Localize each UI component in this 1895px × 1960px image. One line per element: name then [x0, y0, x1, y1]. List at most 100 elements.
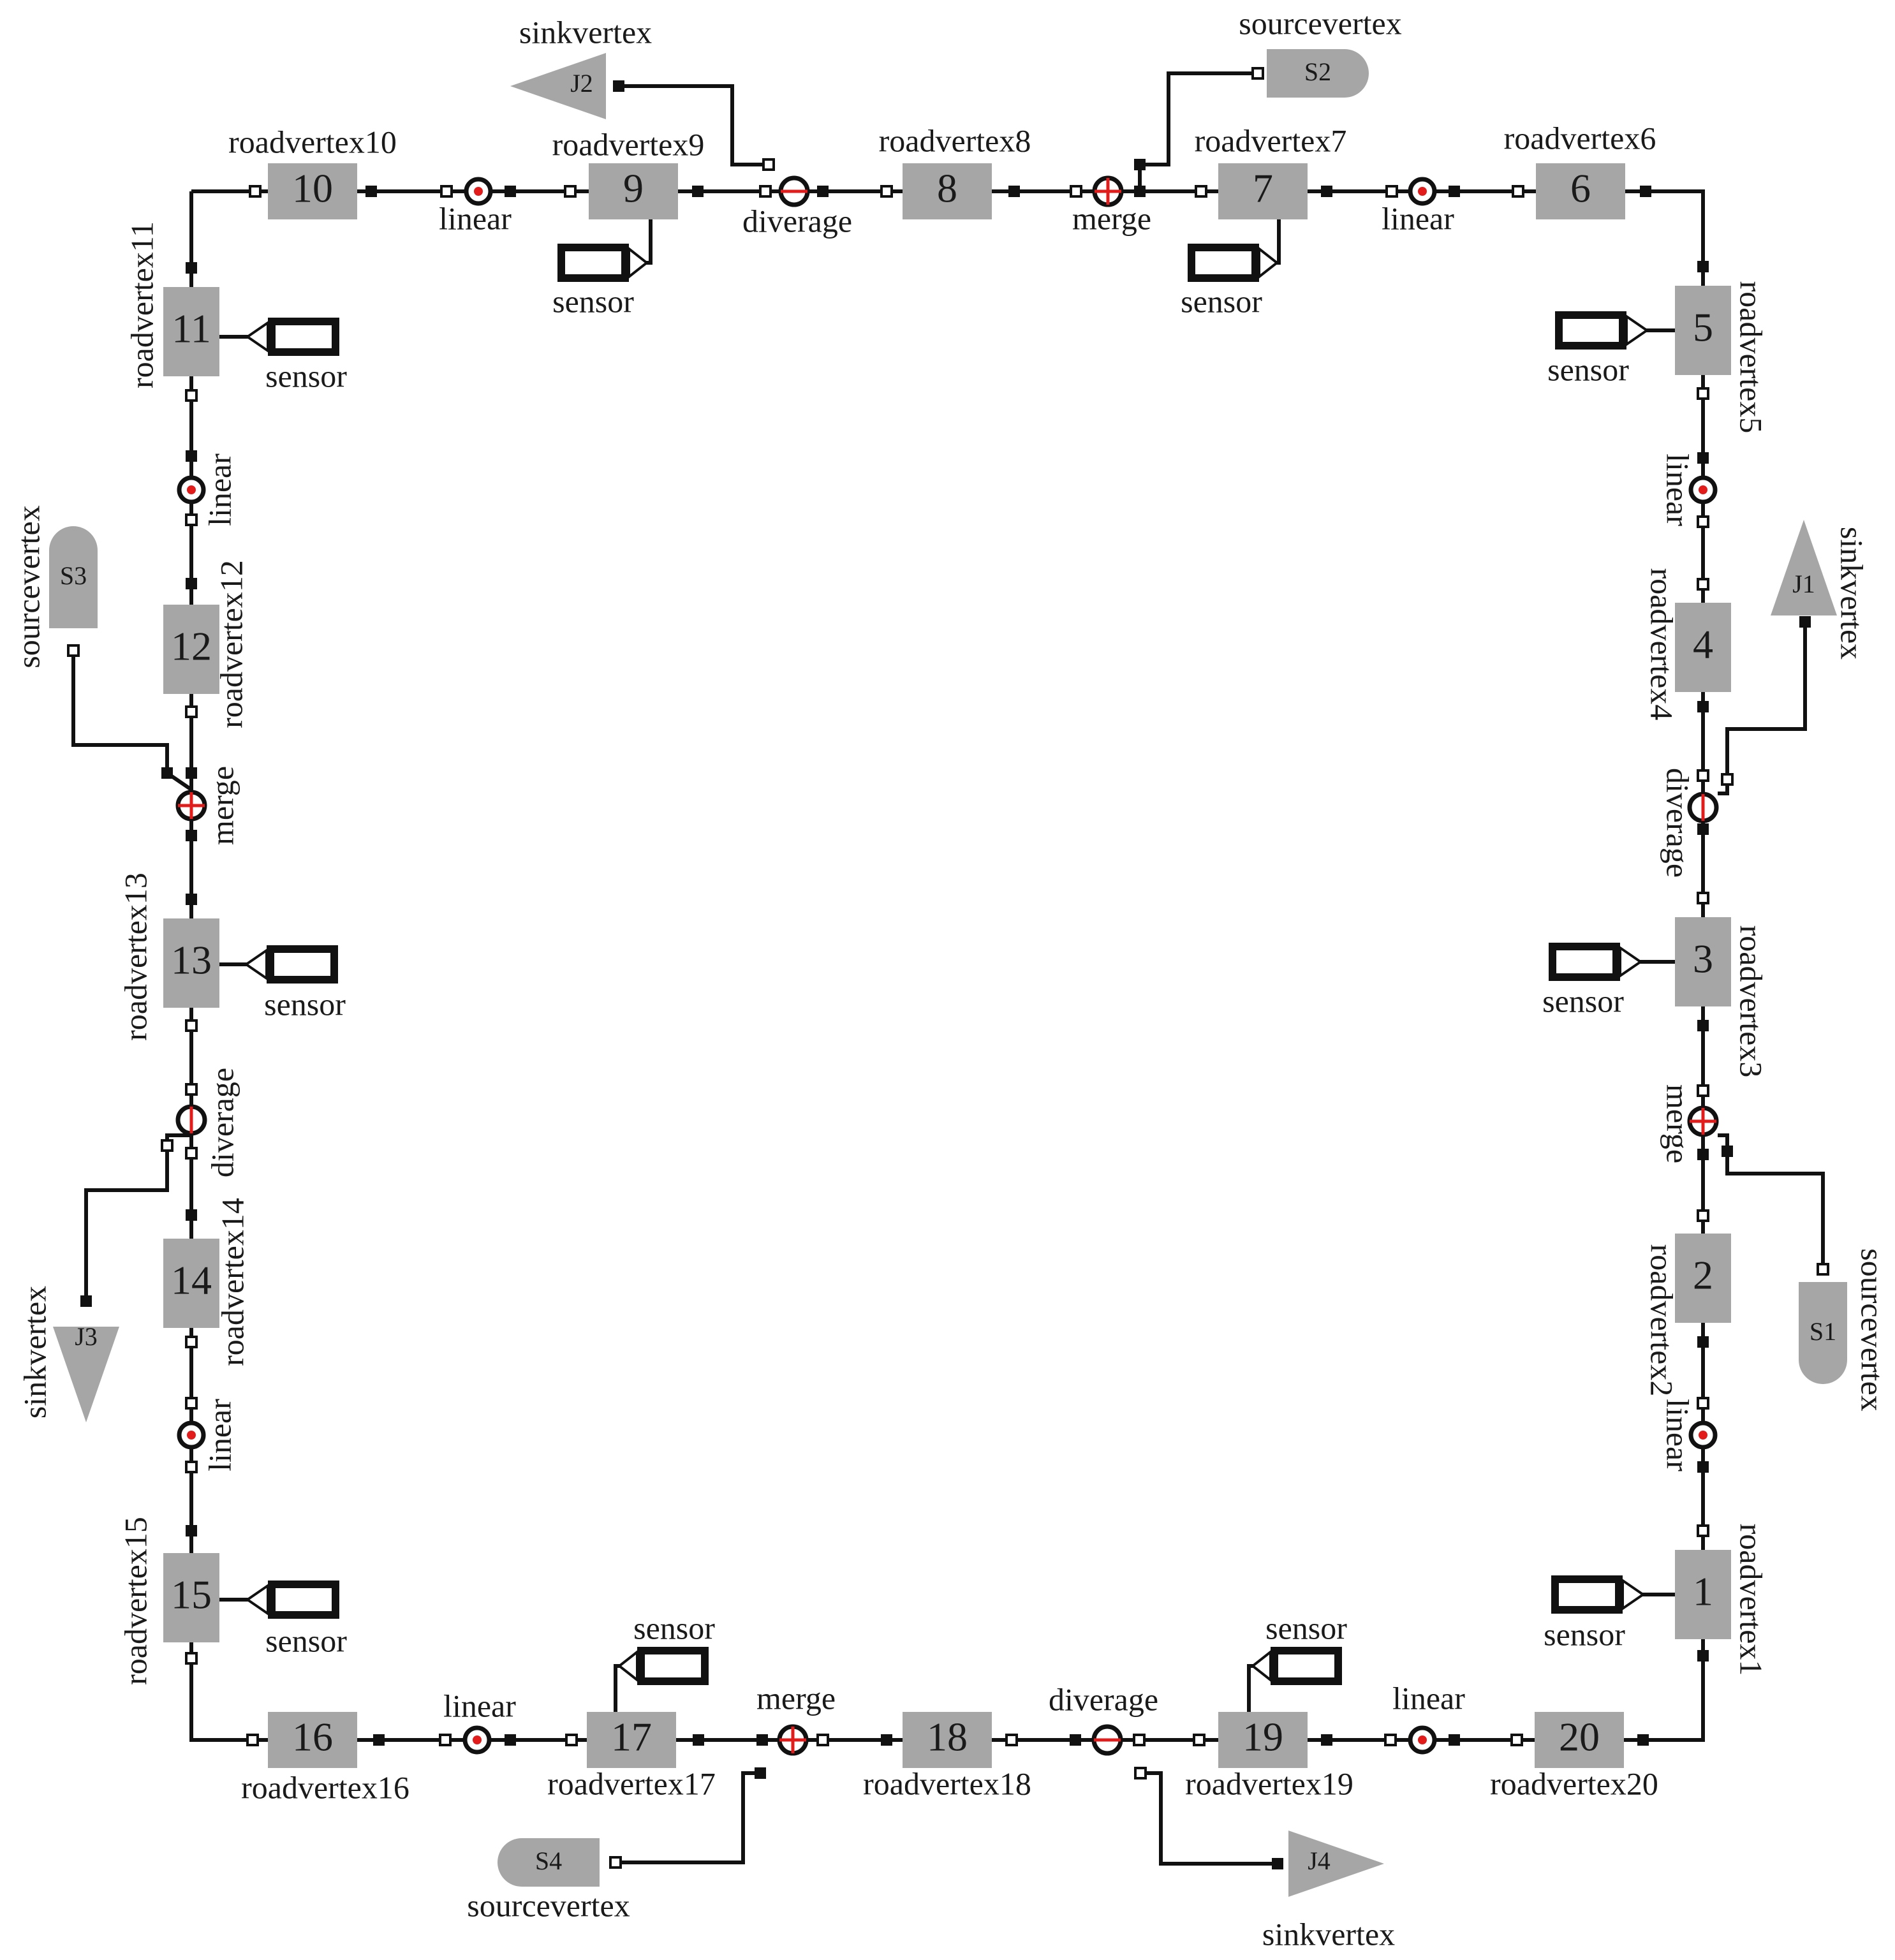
port-input — [1697, 387, 1709, 400]
sensor-box — [268, 318, 339, 356]
merge-node — [777, 1724, 809, 1756]
diverage-node — [175, 1104, 207, 1136]
road-vertex-block — [1675, 603, 1731, 692]
road-vertex-number: 20 — [1559, 1714, 1600, 1760]
source-vertex-S3 — [49, 526, 98, 628]
port-output — [1070, 1734, 1081, 1746]
port-input — [1070, 185, 1082, 198]
road-vertex-label: roadvertex6 — [1504, 120, 1656, 156]
road-vertex-label: roadvertex17 — [547, 1765, 716, 1801]
sink-label: J2 — [570, 69, 593, 98]
port-input — [185, 1336, 198, 1348]
sensor-icon — [1549, 943, 1643, 981]
sensor-icon — [244, 945, 338, 984]
sensor-box — [557, 244, 629, 282]
port-input — [564, 185, 577, 198]
road-vertex-8 — [903, 163, 992, 219]
linear-node — [1688, 475, 1718, 505]
source-shape — [49, 526, 98, 628]
road-vertex-14 — [163, 1239, 219, 1328]
sink-vertex-J4 — [1288, 1831, 1384, 1897]
source-label-text: sourcevertex — [1855, 1248, 1891, 1411]
sink-label: J4 — [1308, 1846, 1331, 1875]
road-vertex-15 — [163, 1553, 219, 1642]
road-vertex-11 — [163, 287, 219, 376]
sensor-label: sensor — [264, 986, 346, 1022]
sink-label-text: sinkvertex — [1834, 527, 1870, 659]
linear-label: linear — [202, 453, 237, 526]
port-output — [365, 186, 377, 197]
port-output — [373, 1734, 385, 1746]
road-vertex-3 — [1675, 917, 1731, 1006]
sensor-box — [267, 945, 338, 984]
port-output — [1697, 1461, 1709, 1473]
sink-label: J1 — [1792, 570, 1815, 598]
port-output — [1697, 823, 1709, 835]
port-input — [185, 1461, 198, 1473]
linear-label: linear — [1382, 200, 1454, 236]
port-output — [1697, 1149, 1709, 1160]
port-output — [756, 1734, 768, 1746]
road-vertex-19 — [1218, 1712, 1308, 1768]
port-output — [1449, 1734, 1460, 1746]
port-output — [1697, 452, 1709, 464]
road-vertex-label: roadvertex14 — [214, 1198, 250, 1366]
road-vertex-label: roadvertex20 — [1490, 1765, 1658, 1801]
road-vertex-block — [163, 1553, 219, 1642]
road-vertex-label: roadvertex11 — [124, 221, 159, 388]
road-vertex-number: 4 — [1693, 622, 1713, 667]
sensor-label: sensor — [1542, 983, 1624, 1019]
port-input — [439, 1734, 452, 1746]
sensor-icon — [557, 244, 649, 282]
road-vertex-block — [587, 1712, 676, 1768]
source-shape — [498, 1838, 600, 1887]
linear-label: linear — [1392, 1680, 1465, 1716]
source-label: S3 — [60, 561, 87, 590]
port-input — [1817, 1263, 1829, 1276]
port-output — [1449, 186, 1460, 197]
port-output — [1321, 1734, 1332, 1746]
road-vertex-block — [163, 918, 219, 1008]
sensor-label: sensor — [1181, 283, 1262, 319]
port-output — [186, 262, 197, 274]
port-output — [186, 578, 197, 589]
road-vertex-label: roadvertex15 — [117, 1517, 153, 1685]
road-vertex-block — [268, 1712, 357, 1768]
sensor-label: sensor — [633, 1610, 715, 1646]
road-vertex-number: 14 — [171, 1258, 212, 1303]
linear-label: linear — [1660, 1399, 1696, 1471]
source-vertex-S4 — [498, 1838, 600, 1887]
road-vertex-18 — [903, 1712, 992, 1768]
connector-line — [1718, 622, 1807, 795]
linear-dot — [1418, 187, 1427, 196]
merge-label: merge — [204, 766, 240, 845]
port-input — [1005, 1734, 1018, 1746]
port-input — [185, 1652, 198, 1665]
port-output — [80, 1295, 92, 1307]
road-vertex-number: 9 — [623, 166, 644, 211]
port-output — [186, 767, 197, 779]
linear-dot — [187, 1431, 196, 1440]
merge-label: merge — [1072, 200, 1151, 236]
port-output — [1640, 186, 1651, 197]
connector-line — [1140, 1771, 1278, 1866]
port-input — [1697, 1524, 1709, 1537]
road-vertex-number: 6 — [1570, 166, 1591, 211]
port-input — [1512, 185, 1524, 198]
road-vertex-label: roadvertex18 — [863, 1765, 1031, 1801]
road-vertex-number: 10 — [292, 166, 333, 211]
diverage-node — [778, 175, 810, 207]
port-input — [1697, 892, 1709, 904]
port-input — [1133, 1734, 1146, 1746]
port-input — [1195, 185, 1207, 198]
port-input — [880, 185, 893, 198]
road-vertex-number: 2 — [1693, 1253, 1713, 1298]
sink-shape — [510, 53, 606, 119]
road-vertex-number: 12 — [171, 624, 212, 669]
port-output — [505, 186, 516, 197]
port-input — [1385, 185, 1398, 198]
port-input — [609, 1856, 622, 1869]
port-output — [505, 1734, 516, 1746]
road-vertex-label: roadvertex13 — [117, 873, 153, 1041]
